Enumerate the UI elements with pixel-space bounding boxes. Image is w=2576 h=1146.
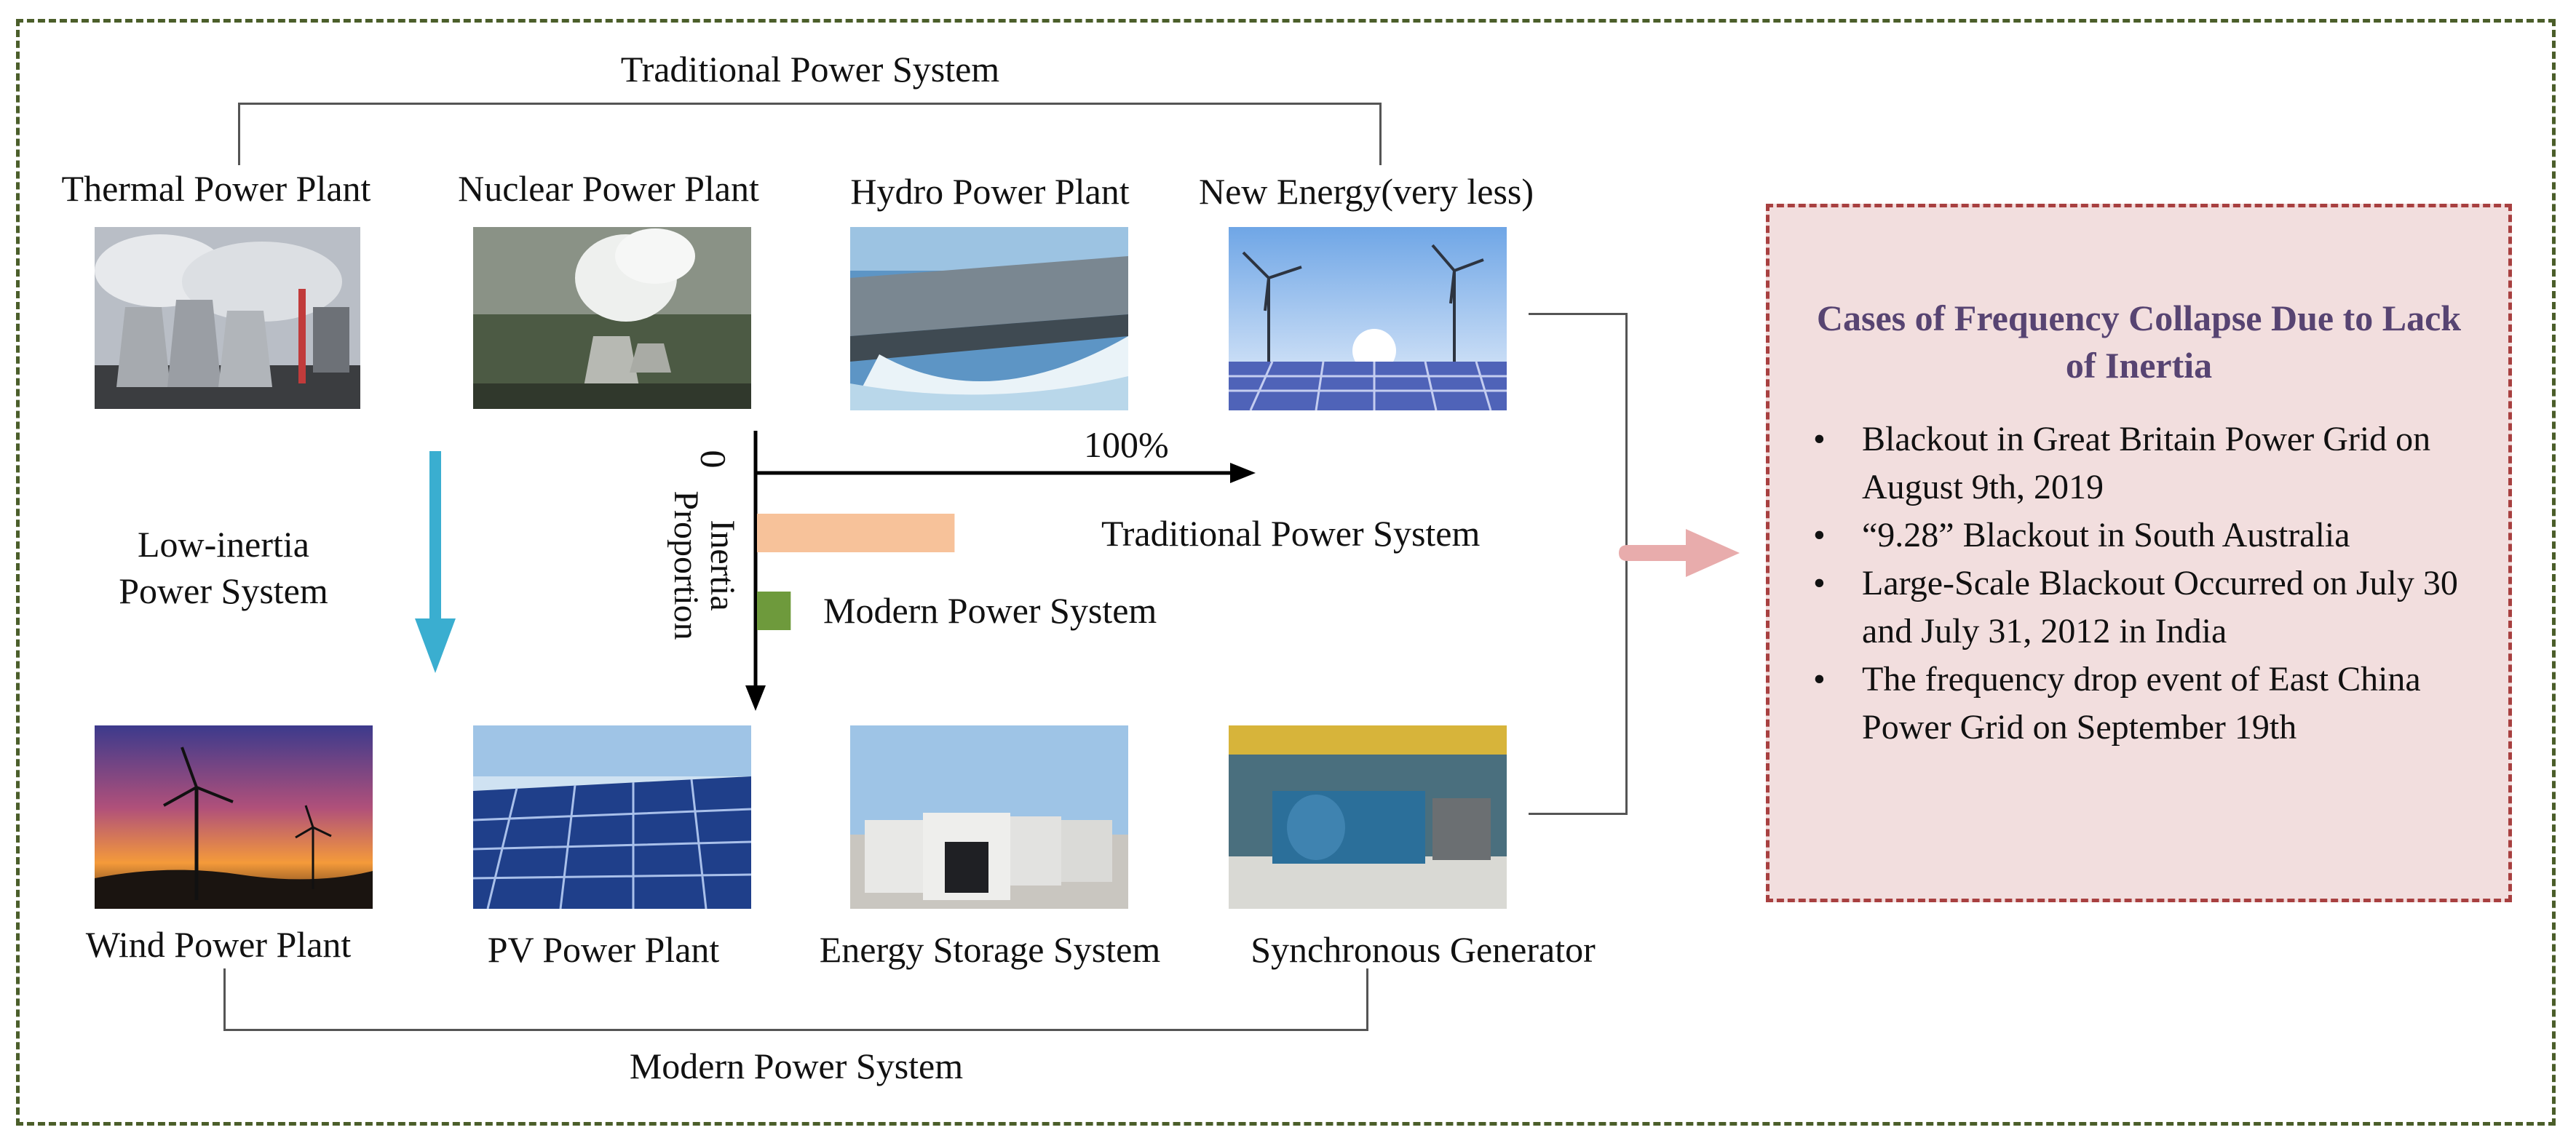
list-item: The frequency drop event of East China P… <box>1813 656 2486 752</box>
cases-list: Blackout in Great Britain Power Grid on … <box>1813 415 2486 752</box>
bar-label-modern: Modern Power System <box>823 590 1157 631</box>
axis-origin-label: 0 <box>693 450 734 469</box>
modern-system-label: Modern Power System <box>629 1046 964 1086</box>
new-energy-generator-connector <box>1529 313 1628 815</box>
hydro-plant-label: Hydro Power Plant <box>850 171 1130 212</box>
synchronous-generator-label: Synchronous Generator <box>1251 929 1596 970</box>
low-inertia-label-line1: Low-inertia <box>137 524 310 565</box>
battery-containers-photo <box>850 725 1128 909</box>
nuclear-plant-photo <box>473 227 751 409</box>
wind-solar-photo <box>1229 227 1507 410</box>
thermal-plant-label: Thermal Power Plant <box>61 168 371 209</box>
axis-max-label: 100% <box>1084 424 1169 465</box>
down-arrow-icon <box>415 451 456 673</box>
axis-ylabel-line2: Proportion <box>666 490 705 640</box>
list-item: Large-Scale Blackout Occurred on July 30… <box>1813 560 2486 656</box>
right-arrow-icon <box>1619 529 1740 577</box>
cases-title: Cases of Frequency Collapse Due to Lack … <box>1816 298 2462 386</box>
solar-panels-photo <box>473 725 751 909</box>
outer-frame <box>16 19 2556 1126</box>
new-energy-label: New Energy(very less) <box>1198 171 1534 212</box>
nuclear-plant-label: Nuclear Power Plant <box>458 168 759 209</box>
list-item: Blackout in Great Britain Power Grid on … <box>1813 415 2486 512</box>
bar-modern-power-system <box>757 592 791 630</box>
axis-ylabel-line1: Inertia <box>703 520 742 611</box>
wind-turbine-sunset-photo <box>95 725 373 909</box>
wind-plant-label: Wind Power Plant <box>85 924 352 965</box>
bar-label-traditional: Traditional Power System <box>1101 513 1481 554</box>
list-item: “9.28” Blackout in South Australia <box>1813 512 2486 560</box>
low-inertia-label-line2: Power System <box>119 570 328 611</box>
pv-plant-label: PV Power Plant <box>487 929 720 970</box>
traditional-system-bracket <box>238 103 1382 165</box>
modern-system-bracket <box>223 968 1368 1031</box>
traditional-system-label: Traditional Power System <box>620 49 1000 89</box>
bar-traditional-power-system <box>757 514 955 552</box>
cooling-towers-photo <box>95 227 360 409</box>
dam-spillway-photo <box>850 227 1128 410</box>
axis-ylabel: Inertia Proportion <box>665 478 742 653</box>
generator-hall-photo <box>1229 725 1507 909</box>
inertia-proportion-chart <box>745 431 1256 711</box>
energy-storage-label: Energy Storage System <box>819 929 1161 970</box>
cases-box: Cases of Frequency Collapse Due to Lack … <box>1766 204 2512 902</box>
